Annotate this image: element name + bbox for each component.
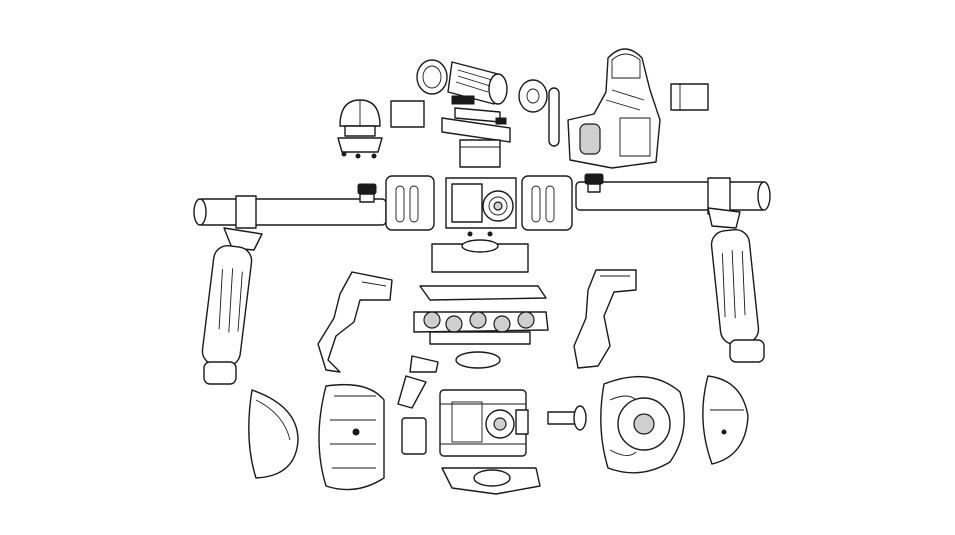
camera-cage xyxy=(401,389,529,457)
pivot-arm-right xyxy=(547,405,587,431)
yaw-motor-housing xyxy=(567,48,709,169)
top-mount-block xyxy=(441,107,511,168)
left-grip xyxy=(201,227,263,385)
roll-arm-left xyxy=(317,271,439,409)
right-grip xyxy=(707,207,765,363)
damper-plate xyxy=(413,239,549,369)
motor-housing-right xyxy=(600,375,685,474)
left-handlebar xyxy=(193,183,387,229)
motor-housing-left xyxy=(318,383,385,491)
top-rings-group xyxy=(416,59,560,147)
right-handlebar xyxy=(575,173,771,215)
roll-arm-right xyxy=(573,269,637,369)
motor-cover-right xyxy=(702,375,749,465)
left-top-dome-group xyxy=(337,99,425,159)
bottom-bracket xyxy=(441,467,541,495)
motor-cover-left xyxy=(248,389,299,479)
center-hub xyxy=(385,175,573,237)
